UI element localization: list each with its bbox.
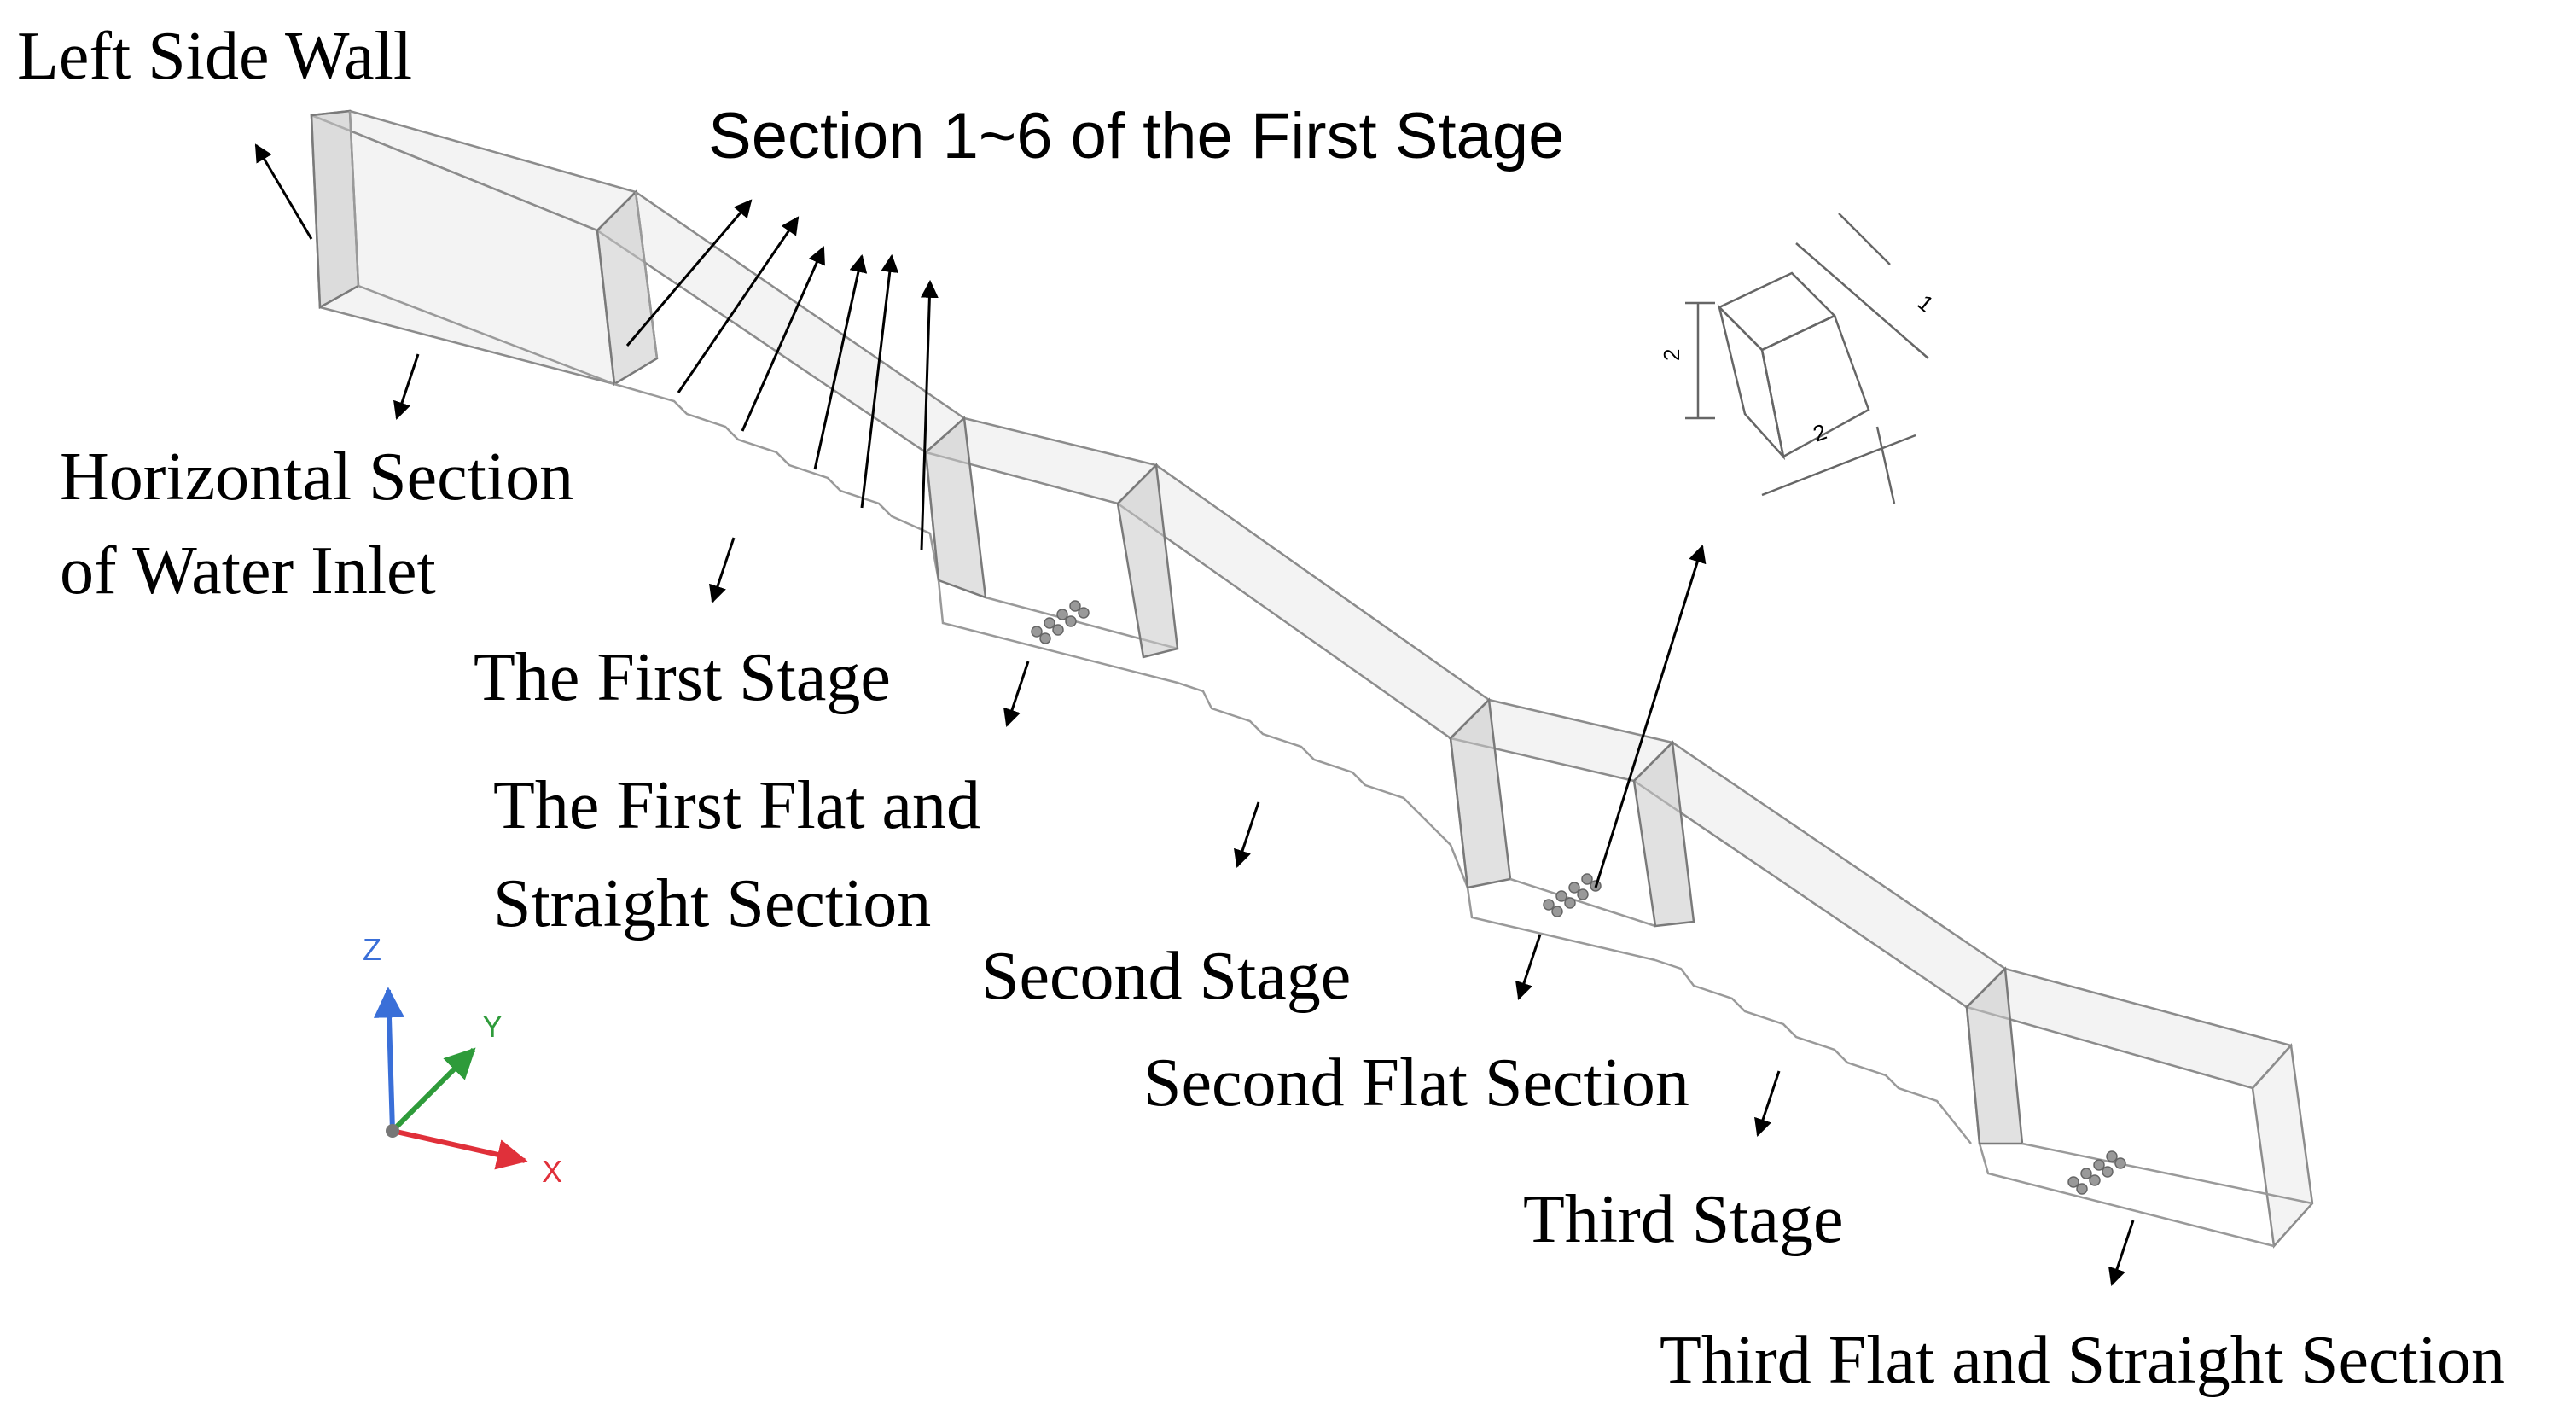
label-first-flat-1: The First Flat and xyxy=(493,768,980,843)
label-left-side-wall: Left Side Wall xyxy=(17,19,412,94)
first-stage xyxy=(596,189,967,581)
label-third-flat: Third Flat and Straight Section xyxy=(1660,1323,2505,1398)
label-third-stage: Third Stage xyxy=(1523,1182,1843,1257)
arrow-third-flat xyxy=(2108,1220,2135,1286)
arrow-second-flat xyxy=(1515,934,1542,1000)
detail-depth-label: 1 xyxy=(1913,289,1939,317)
second-flat-section xyxy=(1448,697,1675,962)
arrow-section-4 xyxy=(813,253,868,470)
arrow-first-stage xyxy=(709,537,736,603)
baffle-blocks-1 xyxy=(1031,600,1090,644)
axis-triad: Z Y X xyxy=(363,932,562,1189)
arrow-section-5 xyxy=(860,253,899,509)
baffle-detail: 2 2 1 xyxy=(1659,213,1939,504)
detail-height-label: 2 xyxy=(1659,349,1684,361)
arrow-second-stage xyxy=(1234,801,1260,868)
third-stage xyxy=(1632,740,2007,1144)
arrow-third-stage xyxy=(1754,1070,1781,1137)
baffle-blocks-2 xyxy=(1543,873,1602,917)
label-second-stage: Second Stage xyxy=(981,939,1351,1014)
arrow-section-6 xyxy=(920,279,939,551)
x-axis-label: X xyxy=(542,1154,562,1189)
y-axis xyxy=(390,1047,476,1133)
arrow-detail xyxy=(1594,544,1707,888)
z-axis xyxy=(373,987,404,1132)
leader-arrows xyxy=(254,143,2135,1286)
third-flat-section xyxy=(1964,966,2314,1249)
label-sections-first-stage: Section 1~6 of the First Stage xyxy=(708,100,1564,172)
x-axis xyxy=(392,1128,528,1170)
label-horizontal-section-2: of Water Inlet xyxy=(60,533,436,609)
second-stage xyxy=(1116,463,1491,888)
arrow-first-flat xyxy=(1003,661,1030,727)
labels: Left Side Wall Section 1~6 of the First … xyxy=(17,19,2505,1398)
arrow-horizontal-section xyxy=(393,353,420,420)
z-axis-label: Z xyxy=(363,932,381,967)
label-first-flat-2: Straight Section xyxy=(493,866,931,941)
label-second-flat: Second Flat Section xyxy=(1143,1045,1689,1121)
arrow-section-3 xyxy=(741,246,825,432)
arrow-left-side-wall xyxy=(254,143,313,240)
arrow-section-2 xyxy=(677,216,800,393)
baffle-blocks-3 xyxy=(2067,1150,2126,1195)
y-axis-label: Y xyxy=(482,1009,503,1044)
inlet-horizontal-section xyxy=(310,109,638,386)
label-first-stage: The First Stage xyxy=(474,640,891,715)
label-horizontal-section-1: Horizontal Section xyxy=(60,440,573,515)
first-flat-section xyxy=(923,416,1178,684)
arrow-section-1 xyxy=(625,199,753,347)
